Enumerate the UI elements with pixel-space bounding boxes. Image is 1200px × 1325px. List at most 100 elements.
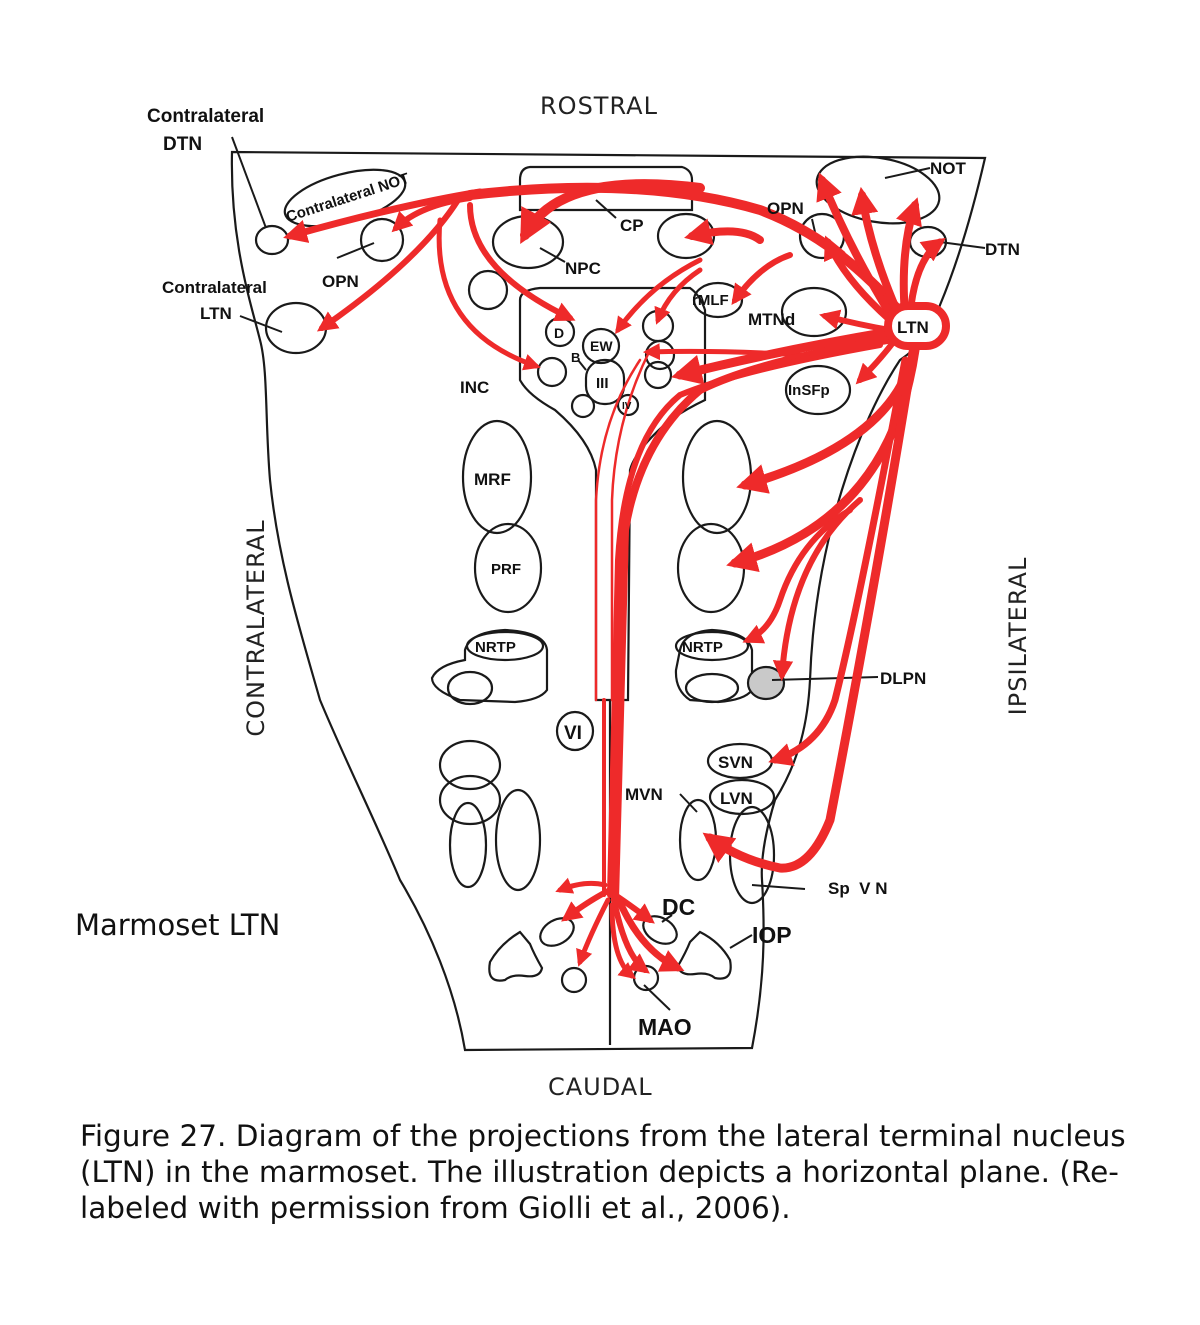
left-vestibular-lower (494, 788, 542, 892)
proj-rmlf (731, 252, 793, 305)
dlpn-nucleus (746, 665, 786, 701)
contra-opn-label: OPN (322, 272, 359, 291)
proj-mtnd (819, 309, 893, 333)
mao-label: MAO (638, 1014, 692, 1040)
left-vestibular-upper (438, 739, 502, 791)
vi-label: VI (564, 723, 582, 744)
prf-label: PRF (491, 561, 521, 578)
dtn-label: DTN (985, 240, 1020, 259)
nrtp-left-label: NRTP (475, 639, 516, 656)
right-mrf-nucleus (681, 419, 753, 535)
left-dc-nucleus (539, 917, 575, 947)
iii-nucleus (584, 358, 626, 406)
left-vestibular-mvn (448, 801, 488, 889)
iii-label: III (596, 375, 609, 392)
outer-boundary (230, 150, 987, 1052)
inc-label: INC (460, 378, 489, 397)
proj-descending-4 (610, 348, 652, 702)
proj-not-2 (851, 186, 904, 322)
svn-label: SVN (718, 753, 753, 772)
left-small-nucleus (467, 269, 509, 311)
cp-label: CP (620, 216, 644, 235)
contra-opn-nucleus (359, 217, 405, 263)
proj-not-1 (816, 172, 899, 326)
ew-nucleus (581, 327, 621, 365)
ltn-label: LTN (897, 318, 929, 337)
proj-opn (823, 235, 894, 324)
ew-label: EW (590, 338, 613, 354)
proj-svn (768, 356, 909, 767)
proj-ew (615, 257, 703, 335)
dlpn-label: DLPN (880, 669, 926, 688)
contra-ltn-label-line1: Contralateral (162, 278, 267, 297)
left-io-nucleus (488, 930, 544, 982)
lvn-nucleus (708, 778, 776, 816)
mrf-label: MRF (474, 470, 511, 489)
opn-label: OPN (767, 199, 804, 218)
brainstem-diagram: Contralateral DTN Contralateral NOT OPN … (147, 106, 1020, 1052)
nuclei (254, 155, 948, 994)
contra-dtn-nucleus (254, 224, 290, 256)
mtnd-label: MTNd (748, 310, 795, 329)
proj-contra-dtn (283, 188, 484, 243)
right-lower-small-nucleus (643, 360, 673, 390)
caudal-label: CAUDAL (548, 1073, 653, 1101)
proj-left-mao (576, 897, 611, 967)
d-label: D (554, 325, 564, 341)
contra-dtn-label-line2: DTN (163, 134, 202, 155)
proj-descending-3 (594, 358, 642, 702)
proj-contra-ltn (316, 197, 461, 332)
labels: Contralateral DTN Contralateral NOT OPN … (147, 106, 1020, 1040)
ltn-nucleus (884, 302, 950, 350)
right-prf-nucleus (676, 522, 746, 614)
contra-ltn-nucleus (264, 301, 328, 355)
proj-left-io (555, 877, 608, 894)
proj-left-dc (561, 887, 613, 922)
lvn-label: LVN (720, 789, 753, 808)
proj-mao (611, 897, 650, 974)
prf-nucleus (473, 522, 543, 614)
insfp-nucleus (784, 364, 852, 416)
proj-main-rostral (465, 182, 910, 323)
proj-right-small-3 (671, 325, 905, 385)
iv-nucleus (616, 393, 640, 417)
not-label: NOT (930, 159, 967, 178)
proj-mao-2 (609, 902, 636, 980)
proj-descending-2 (607, 342, 883, 898)
left-mao-nucleus (560, 966, 588, 994)
iop-label: IOP (752, 922, 792, 948)
left-nrtp-sub (446, 670, 494, 706)
iv-label: IV (622, 401, 632, 412)
rmlf-label: rMLF (692, 292, 729, 309)
proj-right-small-1 (654, 267, 703, 325)
figure-caption: Figure 27. Diagram of the projections fr… (80, 1119, 1126, 1225)
spvn-label: Sp V N (828, 879, 888, 898)
proj-right-nrtp (742, 507, 853, 644)
projections (283, 172, 946, 980)
b-small-nucleus (570, 393, 596, 419)
dc-label: DC (662, 894, 695, 920)
cp-box (518, 165, 694, 212)
mtnd-nucleus (780, 286, 848, 338)
right-nrtp-cap (674, 630, 750, 662)
left-nrtp-outline (430, 628, 549, 704)
rostral-label: ROSTRAL (540, 92, 658, 120)
proj-d (467, 202, 576, 322)
vi-nucleus (555, 710, 595, 752)
iop-nucleus (676, 930, 732, 980)
mvn-label: MVN (625, 785, 663, 804)
nrtp-right-label: NRTP (682, 639, 723, 656)
proj-inc (436, 217, 541, 371)
b-label: B (571, 350, 580, 365)
proj-dlpn (772, 497, 863, 682)
proj-iop (614, 894, 685, 972)
left-nrtp-cap (465, 630, 545, 662)
not-nucleus (815, 155, 941, 225)
contra-dtn-label-line1: Contralateral (147, 106, 264, 127)
inc-nucleus (536, 356, 568, 388)
proj-rostral-right (684, 218, 764, 246)
species-label: Marmoset LTN (75, 908, 281, 942)
left-vestibular-middle (438, 774, 502, 826)
proj-mvn (702, 335, 920, 873)
